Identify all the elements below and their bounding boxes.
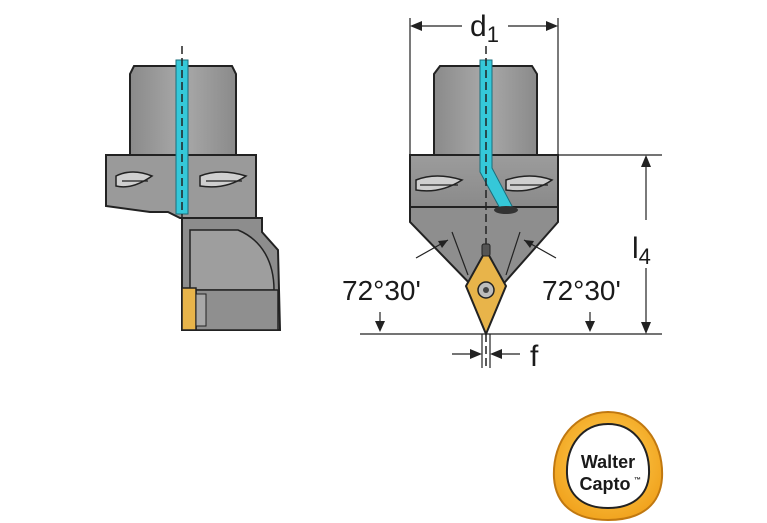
side-insert-seat xyxy=(195,289,279,331)
logo-line1: Walter xyxy=(581,452,635,472)
front-screw-left xyxy=(415,175,464,192)
dim-f-label: f xyxy=(530,340,539,373)
front-coolant-channel xyxy=(479,59,513,213)
angle-left-label: 72°30' xyxy=(342,275,421,306)
side-insert-clamp xyxy=(195,293,207,327)
front-view xyxy=(409,46,559,370)
side-screw-right xyxy=(199,171,248,188)
dimension-d1: d1 xyxy=(409,10,559,155)
walter-capto-logo: Walter Capto ™ xyxy=(552,410,664,522)
coolant-outlet xyxy=(494,206,518,214)
insert-pin xyxy=(481,243,491,257)
side-screw-left xyxy=(115,171,154,188)
logo-line2: Capto xyxy=(580,474,631,494)
dimension-l4: l4 xyxy=(360,154,662,335)
angle-right-label: 72°30' xyxy=(542,275,621,306)
dim-d1-label: d1 xyxy=(470,10,499,47)
logo-trademark: ™ xyxy=(634,477,641,484)
side-view xyxy=(105,46,282,331)
dimension-f: f xyxy=(452,334,539,373)
front-screw-right xyxy=(505,175,554,192)
dimension-angles: 72°30' 72°30' xyxy=(342,275,621,332)
dim-l4-label: l4 xyxy=(632,232,651,269)
side-insert xyxy=(181,287,197,331)
